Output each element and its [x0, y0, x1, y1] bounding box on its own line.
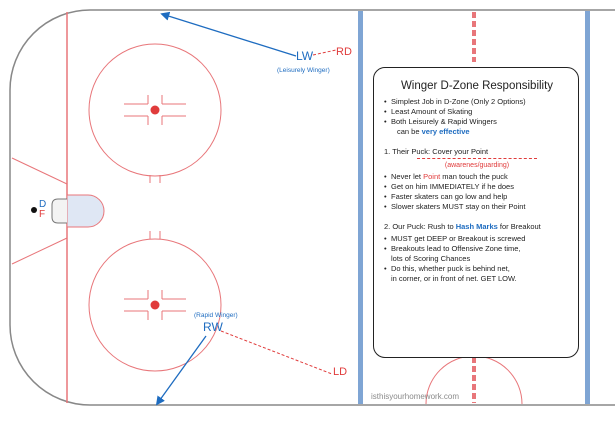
puck: [31, 207, 37, 213]
section-1-list: Never let Point man touch the puck Get o…: [384, 172, 570, 212]
section-2-list-cont: Do this, whether puck is behind net,: [384, 264, 570, 274]
d-label: D: [39, 199, 47, 210]
rw-label: RW: [203, 320, 223, 334]
blue-line: [358, 11, 363, 404]
faceoff-circle-bottom: [88, 231, 222, 372]
section-1-item: Never let Point man touch the puck: [384, 172, 570, 182]
intro-cont-prefix: can be: [397, 127, 422, 136]
rw-arrow: [155, 335, 207, 406]
rd-label: RD: [336, 46, 352, 58]
panel-title: Winger D-Zone Responsibility: [400, 80, 554, 92]
section-1-item: Slower skaters MUST stay on their Point: [384, 202, 570, 212]
sec2-title-prefix: 2. Our Puck: Rush to: [384, 222, 456, 231]
sec2-title-emphasis: Hash Marks: [455, 222, 498, 231]
section-2-item: Do this, whether puck is behind net,: [384, 264, 570, 274]
section-2-continuation: in corner, or in front of net. GET LOW.: [391, 274, 517, 283]
rink-boards: [9, 9, 615, 406]
intro-cont-emphasis: very effective: [421, 127, 470, 136]
section-1-item: Faster skaters can go low and help: [384, 192, 570, 202]
f-label: F: [39, 209, 46, 220]
intro-continuation: can be very effective: [384, 127, 570, 137]
sec1-b1-emphasis: Point: [423, 172, 441, 181]
rw-sub-label: (Rapid Winger): [194, 312, 238, 319]
lw-arrow: [160, 11, 297, 57]
sec1-b1-prefix: Never let: [391, 172, 424, 181]
goal-crease: [66, 194, 105, 228]
intro-item: Both Leisurely & Rapid Wingers: [384, 117, 570, 127]
lw-label: LW: [296, 49, 314, 63]
section-2-item: MUST get DEEP or Breakout is screwed: [384, 234, 570, 244]
section-2-item: Breakouts lead to Offensive Zone time,: [384, 244, 570, 254]
section-2-continuation: lots of Scoring Chances: [391, 254, 471, 263]
intro-item: Least Amount of Skating: [384, 107, 570, 117]
section-2-title: 2. Our Puck: Rush to Hash Marks for Brea…: [384, 222, 570, 232]
trapezoid-line-bottom: [11, 237, 68, 265]
ld-coverage-line: [220, 330, 333, 375]
goal-net: [51, 198, 67, 224]
section-1-divider: [417, 158, 537, 159]
intro-list: Simplest Job in D-Zone (Only 2 Options) …: [384, 97, 570, 127]
rd-coverage-line: [312, 49, 337, 56]
sec1-b1-suffix: man touch the puck: [440, 172, 508, 181]
responsibility-panel: Winger D-Zone Responsibility Simplest Jo…: [373, 67, 579, 358]
watermark: isthisyourhomework.com: [371, 392, 460, 401]
sec2-title-suffix: for Breakout: [497, 222, 541, 231]
section-1-item: Get on him IMMEDIATELY if he does: [384, 182, 570, 192]
lw-sub-label: (Leisurely Winger): [277, 67, 330, 74]
ld-label: LD: [333, 366, 348, 378]
section-2-list: MUST get DEEP or Breakout is screwed Bre…: [384, 234, 570, 254]
faceoff-circle-top: [88, 43, 222, 183]
section-1-subtitle: (awarenes/guarding): [444, 162, 510, 169]
trapezoid-line-top: [11, 157, 68, 185]
far-blue-line: [585, 11, 590, 404]
section-1-title: 1. Their Puck: Cover your Point: [384, 147, 489, 156]
intro-item: Simplest Job in D-Zone (Only 2 Options): [384, 97, 570, 107]
